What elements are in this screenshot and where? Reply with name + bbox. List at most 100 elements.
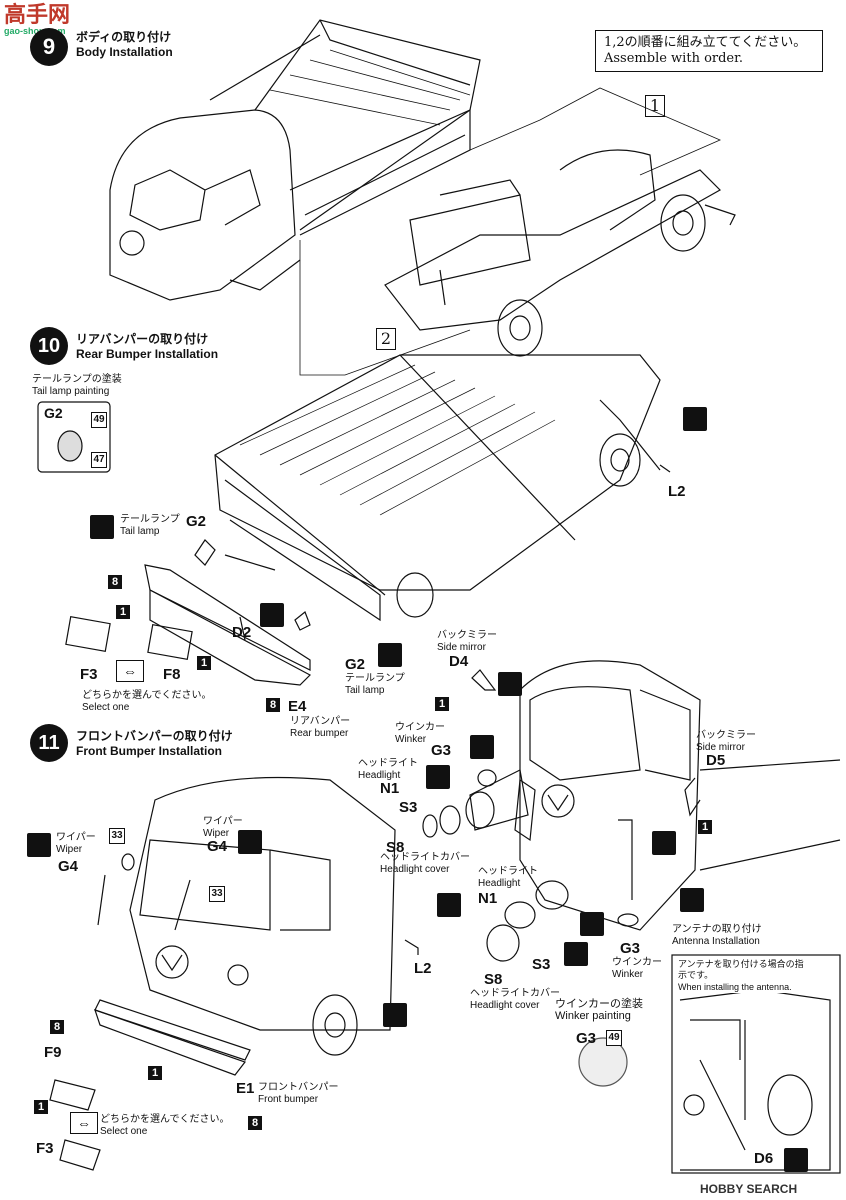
step-10-heading: リアバンパーの取り付け Rear Bumper Installation <box>76 330 218 361</box>
wiper-left-en: Wiper <box>56 844 83 855</box>
rear-qty-8-b: 8 <box>266 698 280 712</box>
rear-qty-8: 8 <box>108 575 122 589</box>
front-bumper-part: E1 <box>236 1080 255 1097</box>
mirror-left-label: バックミラー Side mirror <box>437 630 497 654</box>
cover2-part: S8 <box>484 971 503 988</box>
glue-icon-d6 <box>784 1148 808 1172</box>
step-11-number: 11 <box>30 724 68 762</box>
winker-paint-swatch <box>578 1037 628 1087</box>
rear-bottom-tail-en: Tail lamp <box>345 685 385 696</box>
rear-part-f3: F3 <box>80 666 98 683</box>
rear-select-en: Select one <box>82 702 130 713</box>
tail-lamp-painting-en: Tail lamp painting <box>32 386 110 397</box>
antenna-part: D6 <box>754 1150 774 1167</box>
tail-paint-color-1: 49 <box>91 412 107 428</box>
glue-icon-antenna <box>680 888 704 912</box>
cover-en: Headlight cover <box>380 864 450 875</box>
rear-select-jp: どちらかを選んでください。 <box>82 690 212 701</box>
glue-icon-g3 <box>470 735 494 759</box>
antenna-heading: アンテナの取り付け Antenna Installation <box>672 924 762 948</box>
rear-bumper-label: リアバンパー Rear bumper <box>290 716 350 740</box>
headlight-en: Headlight <box>358 770 401 781</box>
front-select-en: Select one <box>100 1126 148 1137</box>
wiper-center-en: Wiper <box>203 828 230 839</box>
mirror-right-jp: バックミラー <box>696 730 756 741</box>
s3b-part: S3 <box>532 956 551 973</box>
front-qty-1: 1 <box>148 1066 162 1080</box>
rear-tail-lamp-part: G2 <box>186 513 207 530</box>
tail-lamp-painting-jp: テールランプの塗装 <box>32 374 122 385</box>
cover-part: S8 <box>386 839 405 856</box>
glue-icon-g2 <box>378 643 402 667</box>
pickup-body-drawing <box>109 19 481 301</box>
glue-icon-d5 <box>652 831 676 855</box>
cover2-label: ヘッドライトカバー Headlight cover <box>470 988 560 1012</box>
mirror-left-jp: バックミラー <box>437 630 497 641</box>
step-11-title-jp: フロントバンパーの取り付け <box>76 729 233 743</box>
wiper-center-label: ワイパー Wiper <box>203 816 243 840</box>
step-9-number: 9 <box>30 28 68 66</box>
rear-bumper-part: E4 <box>288 698 307 715</box>
antenna-note-jp: アンテナを取り付ける場合の指示です。 <box>678 960 804 981</box>
winker-painting-en: Winker painting <box>555 1010 631 1022</box>
front-qty-1-b: 1 <box>34 1100 48 1114</box>
rear-bottom-tail-jp: テールランプ <box>345 673 405 684</box>
s3-part: S3 <box>399 799 418 816</box>
cover2-jp: ヘッドライトカバー <box>470 988 560 999</box>
front-select-jp: どちらかを選んでください。 <box>100 1114 230 1125</box>
front-part-f9: F9 <box>44 1044 62 1061</box>
headlight2-part: N1 <box>478 890 498 907</box>
front-qty-8-b: 8 <box>248 1116 262 1130</box>
step-10-title-en: Rear Bumper Installation <box>76 347 219 361</box>
wiper-left-color: 33 <box>109 828 125 844</box>
winker2-jp: ウインカー <box>612 957 662 968</box>
glue-icon-d4 <box>498 672 522 696</box>
rear-part-l2: L2 <box>668 483 686 500</box>
glue-icon-l2 <box>683 407 707 431</box>
glue-icon-n1b <box>437 893 461 917</box>
winker-jp: ウインカー <box>395 722 445 733</box>
rear-tail-lamp-label: テールランプ Tail lamp <box>120 514 180 538</box>
glue-icon-s3 <box>580 912 604 936</box>
cover2-en: Headlight cover <box>470 1000 540 1011</box>
glue-icon-s8 <box>564 942 588 966</box>
winker2-part: G3 <box>620 940 641 957</box>
winker2-label: ウインカー Winker <box>612 957 662 981</box>
rear-tail-lamp-en: Tail lamp <box>120 526 160 537</box>
wiper-center-color: 33 <box>209 886 225 902</box>
mirror-right-qty: 1 <box>698 820 712 834</box>
glue-icon-wiper-center <box>238 830 262 854</box>
step-11-title-en: Front Bumper Installation <box>76 744 223 758</box>
cover-label: ヘッドライトカバー Headlight cover <box>380 852 470 876</box>
winker-painting-jp: ウインカーの塗装 <box>555 997 643 1010</box>
step-10-title-jp: リアバンパーの取り付け <box>76 332 209 346</box>
front-bus-right-drawing <box>422 660 841 962</box>
site-logo[interactable]: 高手网 gao-shou.com <box>4 2 71 37</box>
step-9-title-en: Body Installation <box>76 45 173 59</box>
headlight2-label: ヘッドライト Headlight <box>478 866 538 890</box>
front-bus-left-drawing <box>49 776 419 1171</box>
winker-painting-part: G3 <box>576 1030 597 1047</box>
winker-label: ウインカー Winker <box>395 722 445 746</box>
tail-lamp-painting-label: テールランプの塗装 Tail lamp painting <box>32 374 122 398</box>
mirror-left-qty: 1 <box>435 697 449 711</box>
chassis-drawing <box>384 149 736 357</box>
site-logo-text: 高手网 <box>4 2 71 27</box>
rear-bumper-en: Rear bumper <box>290 728 349 739</box>
antenna-heading-en: Antenna Installation <box>672 936 760 947</box>
rear-qty-1-b: 1 <box>197 656 211 670</box>
rear-bumper-drawing <box>65 539 311 686</box>
assembly-order-note-jp: 1,2の順番に組み立ててください。 <box>604 35 807 50</box>
step-9-heading: ボディの取り付け Body Installation <box>76 28 173 59</box>
front-part-f3: F3 <box>36 1140 54 1157</box>
front-select-one: どちらかを選んでください。 Select one <box>100 1114 230 1138</box>
cover-jp: ヘッドライトカバー <box>380 852 470 863</box>
antenna-detail-drawing <box>671 954 841 1174</box>
tail-paint-box <box>37 401 111 473</box>
rear-bottom-tail-label: テールランプ Tail lamp <box>345 673 405 697</box>
headlight-jp: ヘッドライト <box>358 758 418 769</box>
glue-icon-d2 <box>260 603 284 627</box>
assembly-order-note-en: Assemble with order. <box>604 51 744 66</box>
mirror-right-label: バックミラー Side mirror <box>696 730 756 754</box>
